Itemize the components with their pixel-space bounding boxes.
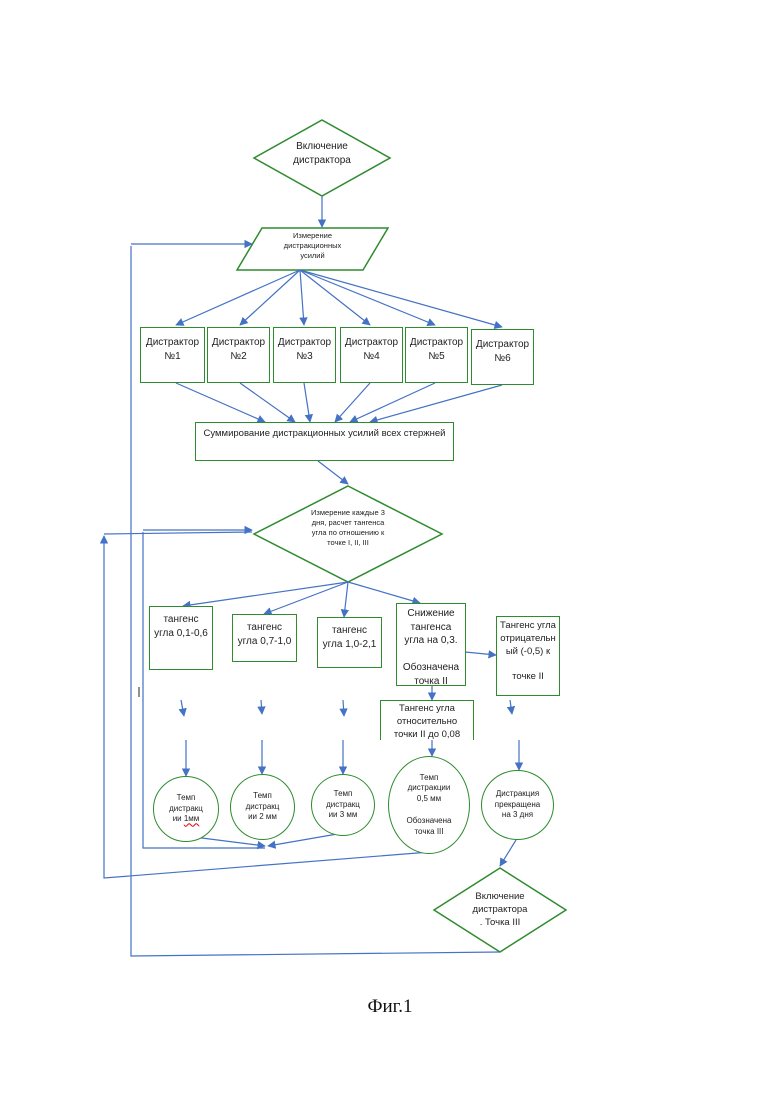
arrow-to-distractor-6: [300, 270, 502, 327]
arrow-to-tan4: [348, 582, 420, 603]
start-label: Включение дистрактора: [262, 140, 382, 167]
rate-circle-4: Темп дистракции 0,5 мм Обозначена точка …: [388, 756, 470, 854]
rate-1-value: 1мм: [184, 814, 199, 823]
connectors: [104, 196, 519, 956]
arrow-to-distractor-4: [300, 270, 370, 325]
arrow-to-tan3: [344, 582, 348, 617]
restart-label: Включение дистрактора . Точка III: [446, 891, 554, 929]
arrow-to-distractor-5: [300, 270, 435, 325]
arrow-to-distractor-2: [240, 270, 300, 325]
tangent-box-3: тангенс угла 1,0-2,1: [317, 617, 382, 668]
arrow-d4-to-sum: [335, 383, 370, 422]
distractor-3: Дистрактор №3: [273, 327, 336, 383]
figure-caption: Фиг.1: [0, 996, 780, 1018]
tangent-box-5: Тангенс угла отрицательн ый (-0,5) к точ…: [496, 616, 560, 696]
arrow-tan1-down: [181, 700, 184, 716]
distractor-4: Дистрактор №4: [340, 327, 403, 383]
arrow-to-tan2: [264, 582, 348, 614]
tangent-box-1: тангенс угла 0,1-0,6: [149, 606, 213, 670]
distractor-2: Дистрактор №2: [207, 327, 270, 383]
arrow-tan4-to-tan5: [465, 652, 496, 655]
arrow-d2-to-sum: [240, 383, 295, 422]
distractor-1: Дистрактор №1: [140, 327, 205, 383]
arrow-tan3-down: [343, 700, 344, 716]
rate-circle-1: Темп дистракц ии 1мм: [153, 776, 219, 842]
feedback-rate4-top: [104, 532, 252, 534]
arrow-sum-to-measure3: [318, 461, 348, 484]
tangent-box-4: Снижение тангенса угла на 0,3. Обозначен…: [396, 603, 466, 686]
measure-forces-label: Измерение дистракционных усилий: [255, 231, 370, 261]
arrow-to-distractor-1: [176, 270, 300, 325]
arrow-to-distractor-3: [300, 270, 304, 325]
arrow-to-tan1: [183, 582, 348, 606]
distractor-6: Дистрактор №6: [471, 329, 534, 385]
arrow-d1-to-sum: [176, 383, 265, 422]
arrow-stop-to-restart: [500, 840, 516, 866]
stop-circle: Дистракция прекращена на 3 дня: [481, 770, 554, 840]
arrow-tan2-down: [261, 700, 262, 714]
arrow-d3-to-sum: [304, 383, 310, 422]
tangent-box-2: тангенс угла 0,7-1,0: [232, 614, 297, 662]
tangent-relative-box: Тангенс угла относительно точки II до 0,…: [380, 700, 474, 740]
distractor-5: Дистрактор №5: [405, 327, 468, 383]
arrow-tan5-down: [510, 700, 512, 714]
rate-circle-3: Темп дистракц ии 3 мм: [311, 774, 375, 836]
measure-3days-label: Измерение каждые 3 дня, расчет тангенса …: [282, 508, 414, 549]
sum-box: Суммирование дистракционных усилий всех …: [195, 422, 454, 461]
rate-circle-2: Темп дистракц ии 2 мм: [230, 774, 295, 840]
